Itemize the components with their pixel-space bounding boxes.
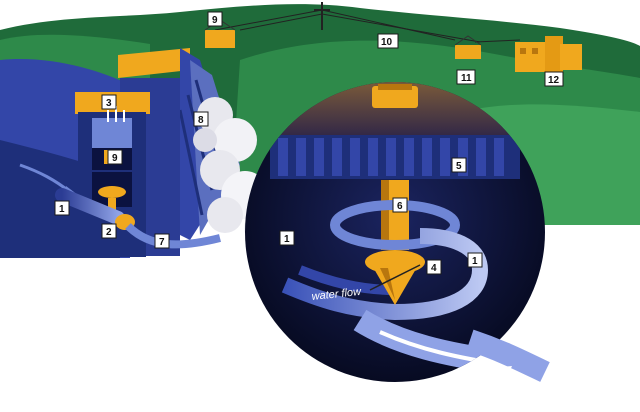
svg-text:7: 7 (159, 237, 165, 248)
turbine-cutaway: water flow (245, 82, 550, 390)
svg-text:3: 3 (106, 98, 112, 109)
callout-5: 5 (451, 157, 467, 173)
svg-text:1: 1 (59, 204, 65, 215)
callout-7: 7 (154, 233, 170, 249)
callout-4: 4 (426, 259, 442, 275)
svg-text:10: 10 (381, 37, 393, 48)
svg-text:2: 2 (106, 227, 112, 238)
callout-8: 8 (193, 111, 209, 127)
callout-9-house: 9 (107, 149, 123, 165)
substation (515, 36, 582, 72)
dam-powerhouse (55, 48, 240, 257)
callout-1-left: 1 (54, 200, 70, 216)
svg-text:4: 4 (431, 263, 437, 274)
callout-10: 10 (377, 33, 399, 49)
callout-11: 11 (456, 69, 476, 85)
water-flow-label: water flow (311, 286, 363, 303)
callout-2: 2 (101, 223, 117, 239)
svg-text:11: 11 (461, 73, 472, 84)
callout-1-circle-left: 1 (279, 230, 295, 246)
callout-9-tower: 9 (207, 11, 223, 27)
svg-text:12: 12 (548, 75, 560, 86)
svg-text:8: 8 (198, 115, 204, 126)
callout-6: 6 (392, 197, 408, 213)
svg-text:1: 1 (472, 256, 478, 267)
transmission-lines (204, 2, 521, 59)
svg-text:9: 9 (212, 15, 218, 26)
callout-12: 12 (544, 71, 564, 87)
svg-text:5: 5 (456, 161, 462, 172)
callout-1-circle-right: 1 (467, 252, 483, 268)
callout-3: 3 (101, 94, 117, 110)
svg-text:1: 1 (284, 234, 290, 245)
svg-text:6: 6 (397, 201, 403, 212)
svg-text:9: 9 (112, 153, 118, 164)
